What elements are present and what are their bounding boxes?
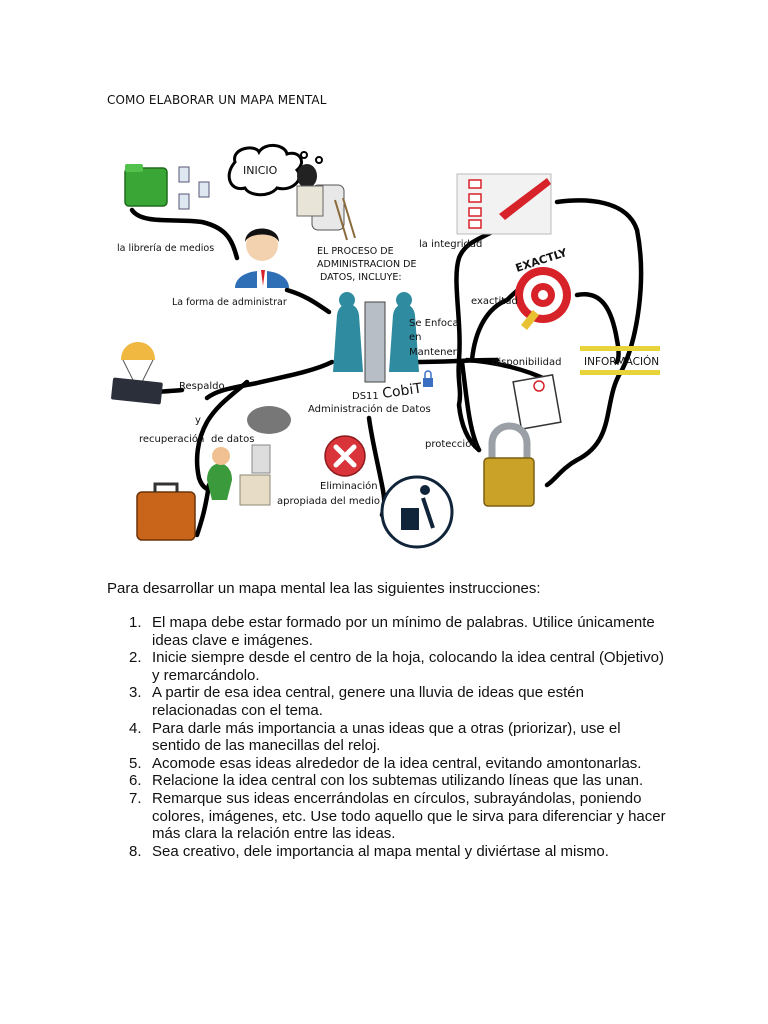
proteccion-label: protección: [425, 438, 478, 450]
enfoca-line-3: Mantener: [409, 347, 458, 358]
list-item: 8.Sea creativo, dele importancia al mapa…: [129, 842, 609, 860]
delete-x-icon: [324, 435, 366, 477]
list-item: 5.Acomode esas ideas alrededor de la ide…: [129, 754, 642, 772]
instruction-text: A partir de esa idea central, genere una…: [152, 684, 584, 719]
enfoca-line-1: Se Enfoca: [409, 318, 459, 329]
list-item: 1.El mapa debe estar formado por un míni…: [129, 614, 655, 649]
list-item: 2.Inicie siempre desde el centro de la h…: [129, 649, 664, 684]
informacion-label: INFORMACIÓN: [584, 355, 659, 368]
forma-label: La forma de administrar: [172, 297, 287, 308]
frustrated-user-icon: [207, 406, 291, 506]
inicio-label: INICIO: [243, 164, 278, 177]
instruction-text: Inicie siempre desde el centro de la hoj…: [152, 649, 664, 684]
list-item: 4.Para darle más importancia a unas idea…: [129, 719, 621, 755]
security-guards-icon: [333, 292, 419, 383]
integridad-label: la integridad: [419, 239, 482, 250]
instruction-text: Acomode esas ideas alrededor de la idea …: [152, 754, 642, 772]
informacion-banner: INFORMACIÓN: [580, 346, 660, 375]
list-item: 7.Remarque sus ideas encerrándolas en cí…: [129, 789, 666, 843]
businessman-icon: [235, 228, 289, 288]
respaldo-label: Respaldo: [179, 381, 225, 392]
instruction-text: Remarque sus ideas encerrándolas en círc…: [152, 789, 666, 843]
instruction-text: Relacione la idea central con los subtem…: [152, 772, 644, 790]
eliminacion-line-2: apropiada del medio: [277, 496, 380, 507]
trash-bin-icon: [380, 475, 454, 549]
instruction-text: El mapa debe estar formado por un mínimo…: [152, 614, 655, 649]
exactitud-label: exactitud: [471, 296, 518, 307]
parachute-icon: [111, 342, 163, 405]
disponibilidad-label: disponibilidad: [492, 357, 561, 368]
document-icons: [178, 166, 210, 210]
ds11-name-label: Administración de Datos: [308, 403, 431, 415]
folder-icon: [124, 164, 168, 207]
y-label: y: [195, 415, 201, 426]
recuperacion-label: recuperación: [139, 433, 204, 445]
instruction-text: Para darle más importancia a unas ideas …: [152, 719, 621, 755]
briefcase-icon: [136, 482, 196, 541]
eliminacion-line-1: Eliminación: [320, 480, 378, 492]
penguin-icon: [296, 164, 356, 241]
ds11-label: DS11: [352, 391, 379, 402]
inicio-cloud: INICIO: [227, 144, 323, 197]
list-item: 6.Relacione la idea central con los subt…: [129, 772, 644, 790]
libreria-label: la librería de medios: [117, 243, 214, 254]
instruction-list: 1.El mapa debe estar formado por un míni…: [107, 614, 667, 860]
padlock-small-icon: [423, 370, 433, 387]
mind-map-figure: INICIO la librería de medios La forma de…: [111, 144, 660, 549]
instruction-text: Sea creativo, dele importancia al mapa m…: [152, 842, 609, 860]
document-title: COMO ELABORAR UN MAPA MENTAL: [107, 93, 327, 107]
padlock-icon: [483, 422, 535, 507]
enfoca-line-2: en: [409, 332, 422, 343]
checklist-icon: [456, 173, 552, 235]
center-idea-line-3: DATOS, INCLUYE:: [320, 272, 402, 283]
cobit-logo: CobiT: [381, 381, 423, 402]
list-item: 3.A partir de esa idea central, genere u…: [129, 684, 584, 719]
instructions-intro: Para desarrollar un mapa mental lea las …: [107, 580, 541, 597]
center-idea-line-1: EL PROCESO DE: [317, 246, 394, 257]
center-idea-line-2: ADMINISTRACION DE: [317, 259, 416, 270]
calendar-icon: [512, 374, 562, 430]
target-icon: EXACTLY: [514, 246, 571, 330]
de-datos-label: de datos: [211, 434, 254, 445]
